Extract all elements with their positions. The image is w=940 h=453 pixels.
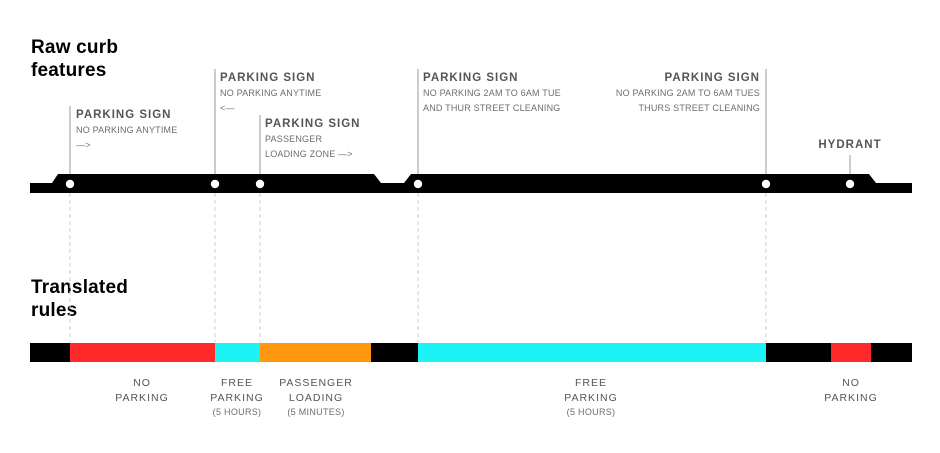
rule-segment-loading	[260, 343, 371, 362]
guide-lines	[69, 193, 767, 342]
rule-segment-curb	[30, 343, 70, 362]
feature-detail: THURS STREET CLEANING	[638, 102, 760, 113]
rule-segment-curb	[371, 343, 418, 362]
rule-segment-no_parking	[831, 343, 871, 362]
feature-marker	[761, 179, 771, 189]
feature-direction: <—	[220, 102, 235, 113]
feature-detail: NO PARKING ANYTIME	[76, 125, 178, 135]
feature-annotation: PARKING SIGN PASSENGER LOADING ZONE —>	[265, 116, 361, 161]
feature-marker	[65, 179, 75, 189]
feature-annotation: PARKING SIGN NO PARKING ANYTIME —>	[76, 107, 177, 152]
feature-marker	[845, 179, 855, 189]
translated-rules-title: Translated rules	[31, 277, 129, 321]
feature-marker	[255, 179, 265, 189]
rule-label: FREE PARKING (5 HOURS)	[564, 377, 618, 417]
feature-annotation: HYDRANT	[800, 137, 900, 153]
feature-direction: —>	[76, 139, 91, 150]
feature-leader-lines	[69, 69, 851, 174]
feature-annotation: PARKING SIGN NO PARKING 2AM TO 6AM TUES …	[616, 70, 760, 115]
feature-detail: LOADING ZONE —>	[265, 148, 353, 159]
feature-detail: PASSENGER	[265, 134, 323, 144]
feature-detail: AND THUR STREET CLEANING	[423, 102, 561, 113]
rule-label: FREE PARKING (5 HOURS)	[210, 377, 264, 417]
rule-segment-curb	[871, 343, 912, 362]
feature-title: PARKING SIGN	[220, 72, 316, 84]
translated-rules-bar	[30, 343, 912, 362]
rule-segment-free_parking	[215, 343, 260, 362]
feature-detail: NO PARKING 2AM TO 6AM TUE	[423, 88, 561, 98]
rule-segment-curb	[766, 343, 831, 362]
feature-markers	[65, 179, 855, 189]
feature-detail: NO PARKING ANYTIME	[220, 88, 322, 98]
rule-segment-no_parking	[70, 343, 215, 362]
rule-label: NO PARKING	[824, 377, 878, 404]
feature-marker	[413, 179, 423, 189]
feature-title: PARKING SIGN	[664, 72, 760, 84]
feature-detail: NO PARKING 2AM TO 6AM TUES	[615, 88, 760, 98]
feature-title: PARKING SIGN	[76, 109, 172, 121]
feature-annotation: PARKING SIGN NO PARKING ANYTIME <—	[220, 70, 321, 115]
raw-curb-features-title: Raw curb features	[31, 37, 119, 81]
feature-marker	[210, 179, 220, 189]
rule-label: NO PARKING	[115, 377, 169, 404]
feature-title: PARKING SIGN	[265, 118, 361, 130]
feature-title: HYDRANT	[818, 139, 882, 151]
rule-label: PASSENGER LOADING (5 MINUTES)	[279, 377, 353, 417]
feature-title: PARKING SIGN	[423, 72, 519, 84]
rule-segment-free_parking	[418, 343, 766, 362]
curb-shape	[30, 174, 912, 193]
feature-annotation: PARKING SIGN NO PARKING 2AM TO 6AM TUE A…	[423, 70, 561, 115]
